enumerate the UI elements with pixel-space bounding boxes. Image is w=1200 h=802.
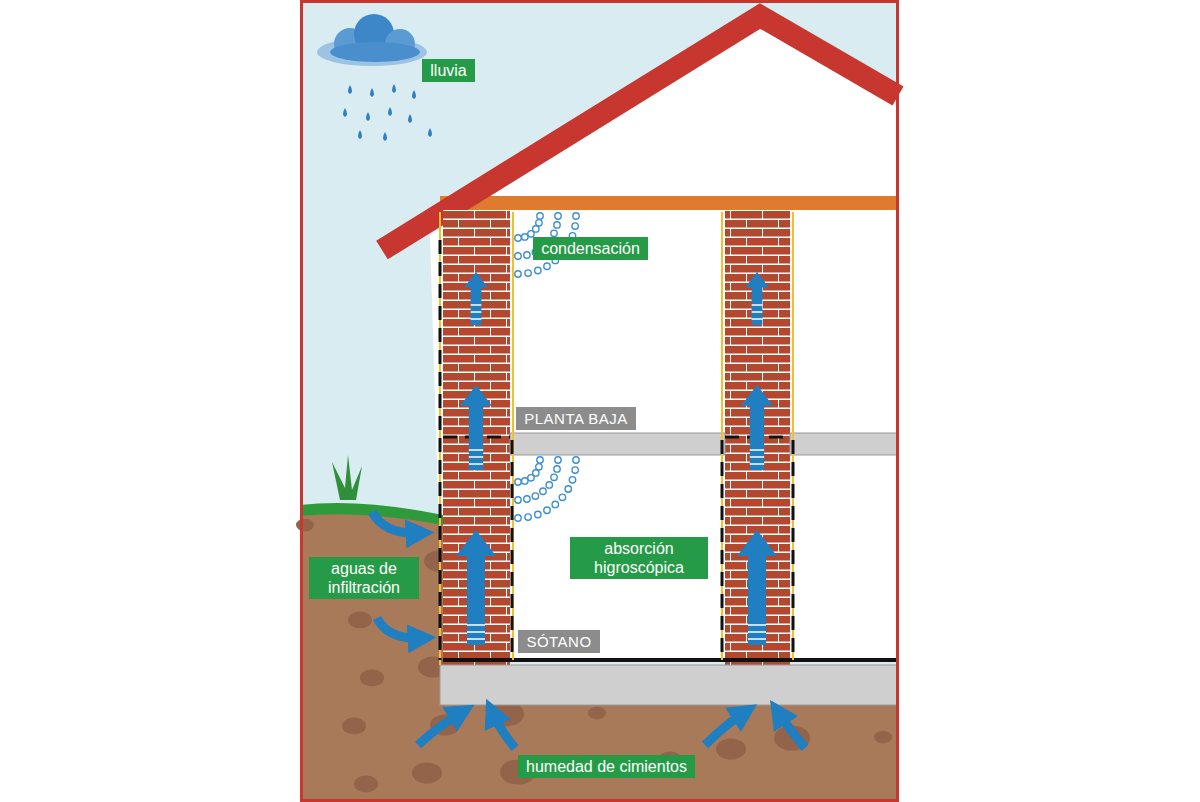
label-text: condensación [540,239,641,258]
soil [300,509,443,802]
label-text: humedad de cimientos [525,757,688,776]
rain-drops [343,84,432,141]
label-text: PLANTA BAJA [523,409,629,428]
label-box: lluvia [422,59,475,82]
frame [302,2,898,801]
floor-slab [790,433,898,455]
label-box: aguas de infiltración [309,557,419,599]
label-text: SÓTANO [525,632,593,651]
waterproofing [440,240,793,660]
sky [300,0,898,802]
brick-column [725,210,790,665]
foundation-slab [440,665,898,705]
soil [443,700,898,802]
basement-floor [443,658,898,662]
label-box: absorción higroscópica [570,537,708,579]
brick-wall [443,210,510,665]
label-box: humedad de cimientos [518,755,695,778]
floor-label: PLANTA BAJA [516,407,636,430]
label-text: aguas de infiltración [316,559,412,597]
label-text: absorción higroscópica [577,539,701,577]
moisture-arrows [372,512,805,748]
grass-tuft [332,455,362,500]
rising-damp-arrows [456,272,777,645]
soil-stones [296,519,892,793]
floor-slab [510,433,725,455]
label-text: lluvia [429,61,468,80]
roof-beam [440,196,898,210]
rain-cloud [317,14,427,66]
plaster-lines [440,212,793,665]
label-box: condensación [533,237,648,260]
floor-label: SÓTANO [518,630,600,653]
